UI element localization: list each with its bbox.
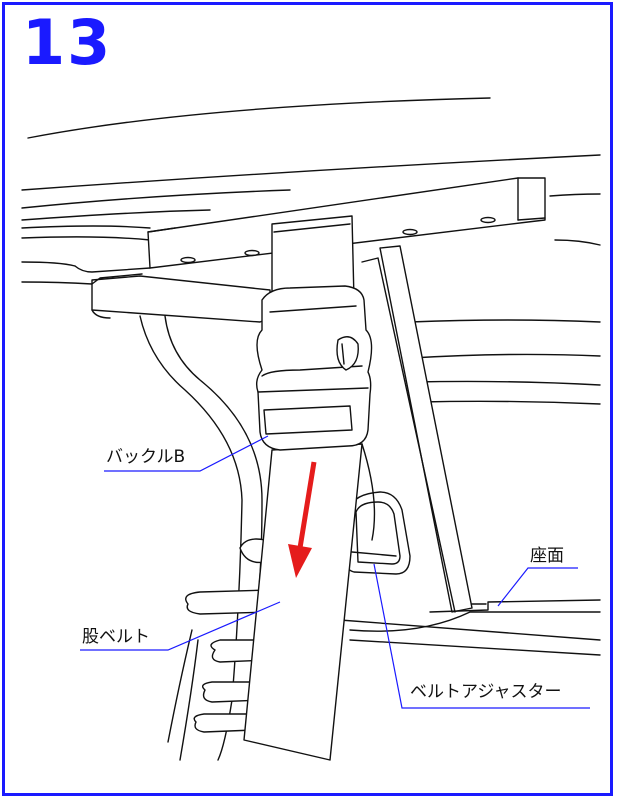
back-strap	[361, 245, 473, 613]
label-crotch-belt: 股ベルト	[82, 627, 150, 647]
leader-line-seat	[497, 567, 578, 607]
label-buckle-b: バックルB	[106, 447, 186, 467]
buckle-b	[255, 285, 373, 451]
leader-line-adjuster	[373, 563, 590, 709]
leader-line-crotch-belt	[80, 601, 281, 651]
seat-bracket	[91, 273, 271, 323]
label-belt-adjuster: ベルトアジャスター	[410, 682, 562, 702]
label-seat: 座面	[530, 546, 564, 566]
leader-line-buckle	[104, 435, 269, 472]
tray-surface	[21, 97, 601, 405]
seat-plank	[339, 599, 601, 656]
step-number: 13	[22, 6, 113, 79]
belt-adjuster	[345, 491, 411, 575]
crotch-belt	[243, 443, 376, 761]
down-arrow-icon	[288, 461, 317, 578]
